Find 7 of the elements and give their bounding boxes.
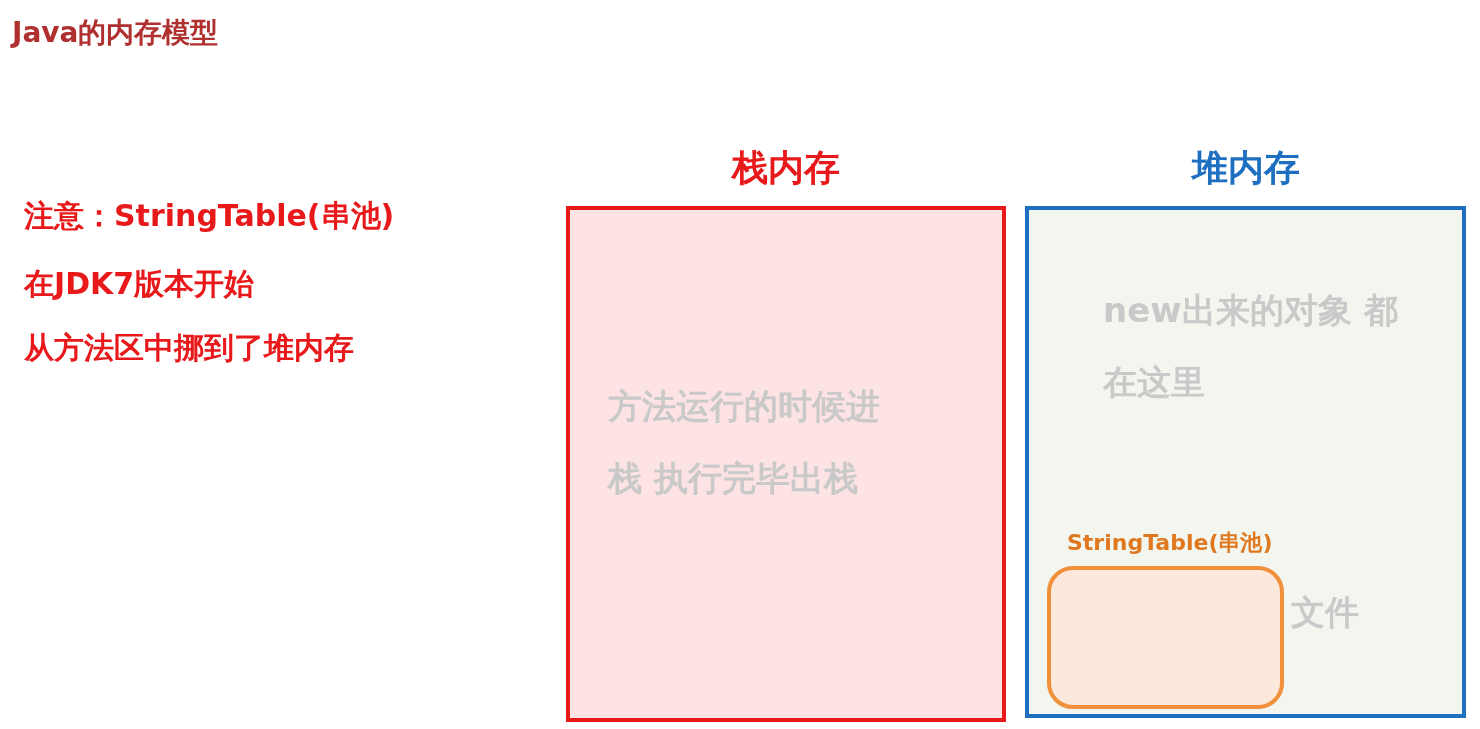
box-heading: StringTable(串池) bbox=[1067, 529, 1273, 557]
note-text: 在JDK7版本开始 bbox=[24, 265, 255, 303]
note-text: 注意：StringTable(串池) bbox=[24, 197, 395, 235]
panel-heading: 栈内存 bbox=[730, 146, 841, 190]
page-title: Java的内存模型 bbox=[12, 15, 219, 51]
panel-heading: 堆内存 bbox=[1190, 146, 1301, 190]
note-text: 从方法区中挪到了堆内存 bbox=[24, 329, 354, 367]
